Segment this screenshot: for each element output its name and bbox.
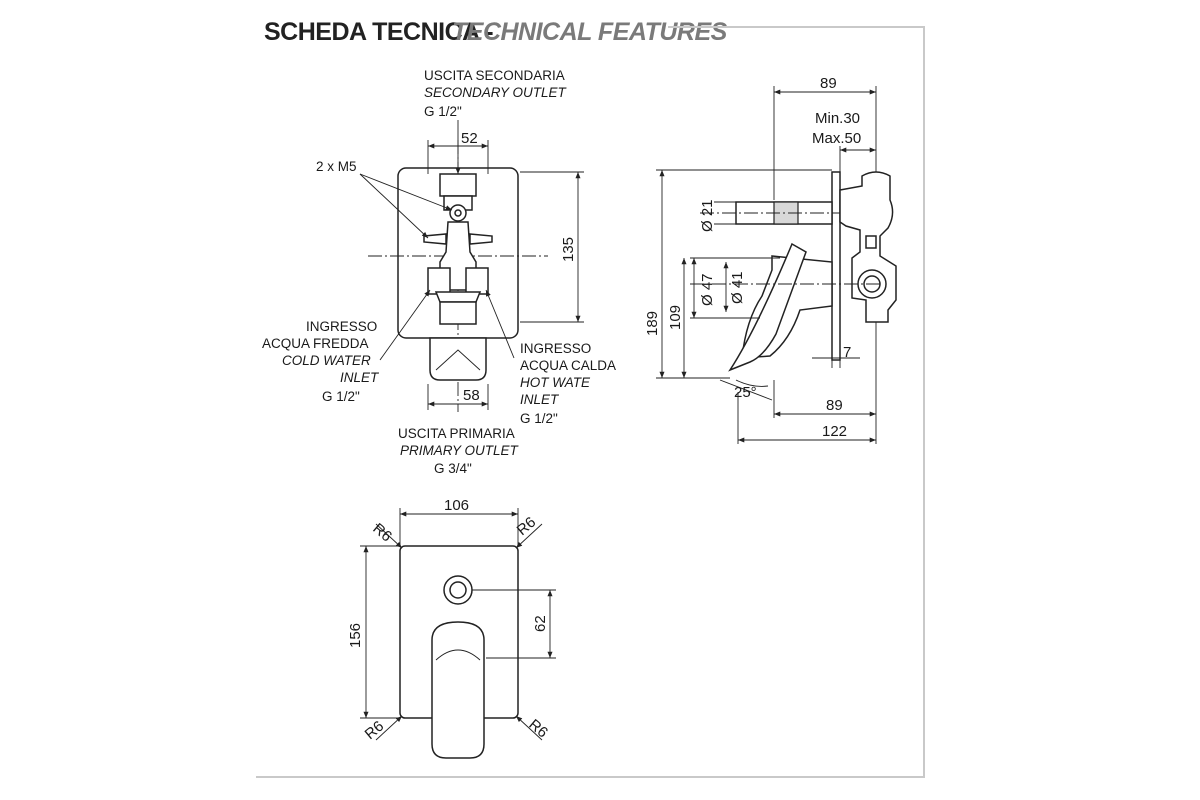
screw-lug-right <box>469 233 493 245</box>
dia-47-label: Ø 47 <box>699 273 716 306</box>
dim-109-label: 109 <box>667 305 684 330</box>
cold-inlet-leader <box>379 289 431 361</box>
dim-89-top-label: 89 <box>820 75 837 92</box>
title-main: SCHEDA TECNICA - <box>264 18 493 46</box>
cold-inlet-it-1: INGRESSO <box>306 319 377 334</box>
dim-122-label: 122 <box>822 423 847 440</box>
screw-leader-left <box>359 173 429 239</box>
radius-br-label: R6 <box>525 716 551 741</box>
dim-135-label: 135 <box>560 237 577 262</box>
radius-tl-label: R6 <box>369 520 395 545</box>
dim-62-label: 62 <box>532 615 549 632</box>
primary-outlet-fitting <box>439 301 477 325</box>
primary-outlet-en: PRIMARY OUTLET <box>400 443 520 458</box>
hot-inlet-size: G 1/2" <box>520 411 558 426</box>
cold-inlet-en-1: COLD WATER <box>282 353 371 368</box>
secondary-outlet-en: SECONDARY OUTLET <box>424 85 568 100</box>
radius-bl-label: R6 <box>362 718 388 743</box>
dia-41-label: Ø 41 <box>729 271 746 304</box>
hot-inlet-it-1: INGRESSO <box>520 341 591 356</box>
primary-outlet-it: USCITA PRIMARIA <box>398 426 515 441</box>
side-wall-plate <box>831 171 841 361</box>
cold-inlet-en-2: INLET <box>340 370 380 385</box>
angle-arc <box>735 379 769 387</box>
hot-inlet-en-2: INLET <box>520 392 560 407</box>
secondary-outlet-it: USCITA SECONDARIA <box>424 68 565 83</box>
dim-7-label: 7 <box>843 344 851 361</box>
hot-inlet-en-1: HOT WATE <box>520 375 591 390</box>
outlet-port-center <box>454 209 462 217</box>
dim-89-bottom-label: 89 <box>826 397 843 414</box>
angle-label: 25° <box>734 384 757 401</box>
diverter-knob-inner <box>449 581 467 599</box>
sheet-frame <box>256 26 925 778</box>
primary-outlet-size: G 3/4" <box>434 461 472 476</box>
dim-189-label: 189 <box>644 311 661 336</box>
secondary-outlet-fitting <box>439 173 477 197</box>
radius-leader-bl <box>375 715 403 741</box>
side-body-boss <box>865 235 877 249</box>
screw-lug-left <box>423 233 447 245</box>
dim-156-label: 156 <box>347 623 364 648</box>
radius-leader-br <box>515 715 543 741</box>
hot-inlet-leader <box>485 289 515 359</box>
front-view: 52 135 58 2 x M5 USCITA SECONDARIA SECON… <box>262 68 616 476</box>
lever-handle-plate-detail <box>435 649 481 661</box>
cold-inlet-fitting <box>427 267 451 295</box>
min-label: Min.30 <box>815 110 860 127</box>
title-sub: TECHNICAL FEATURES <box>452 18 728 46</box>
side-lever-blade <box>728 242 807 372</box>
dia-21-label: Ø 21 <box>699 199 716 232</box>
valve-collar <box>434 291 482 303</box>
side-view: 89 Min.30 Max.50 Ø 21 Ø 47 Ø 41 189 109 … <box>644 75 897 444</box>
secondary-outlet-size: G 1/2" <box>424 104 462 119</box>
lever-handle-detail <box>435 349 481 371</box>
lever-handle-plate <box>431 621 485 759</box>
lever-handle-front <box>429 337 487 381</box>
dim-58-label: 58 <box>463 387 480 404</box>
screw-leader-right <box>359 173 453 211</box>
cold-inlet-it-2: ACQUA FREDDA <box>262 336 369 351</box>
plate-view: 106 156 62 R6 R6 R6 R6 <box>347 497 556 759</box>
cold-inlet-size: G 1/2" <box>322 389 360 404</box>
hot-inlet-fitting <box>465 267 489 295</box>
radius-tr-label: R6 <box>514 514 540 539</box>
radius-leader-tl <box>375 523 403 549</box>
dim-106-label: 106 <box>444 497 469 514</box>
hot-inlet-it-2: ACQUA CALDA <box>520 358 616 373</box>
dim-52-label: 52 <box>461 130 478 147</box>
screws-label: 2 x M5 <box>316 159 357 174</box>
max-label: Max.50 <box>812 130 861 147</box>
radius-leader-tr <box>515 523 543 549</box>
